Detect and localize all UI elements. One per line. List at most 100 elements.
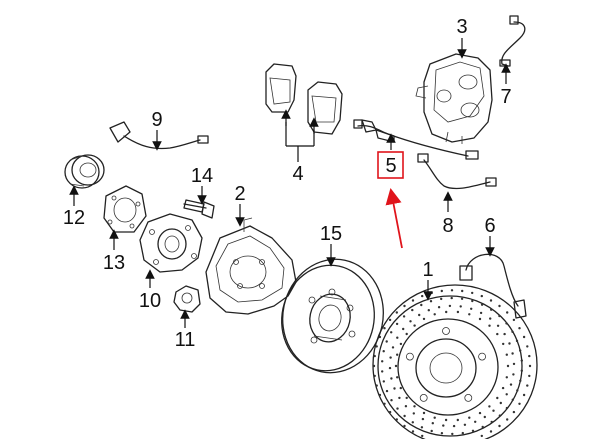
callout-11: 11: [175, 329, 196, 351]
rotor-lug-holes: [405, 327, 487, 402]
drill-hole: [420, 303, 423, 307]
part-8-brake-line: [417, 153, 497, 190]
drill-hole: [430, 429, 433, 433]
drill-hole: [402, 327, 405, 331]
drill-hole: [526, 384, 529, 387]
callout-10: 10: [139, 290, 161, 312]
part-2-dust-shield: [205, 217, 297, 315]
callout-4: 4: [292, 163, 303, 185]
drill-hole: [402, 315, 406, 318]
part-3-brake-caliper: [415, 53, 493, 144]
rotor-drill-holes: [372, 289, 532, 438]
drill-hole: [445, 310, 448, 314]
drill-hole: [489, 299, 493, 302]
callout-2: 2: [234, 183, 245, 205]
callout-5: 5: [385, 155, 396, 177]
drill-hole: [405, 332, 408, 336]
part-13-retainer-plate: [103, 185, 147, 233]
drill-hole: [512, 373, 515, 376]
drill-hole: [381, 360, 384, 363]
drill-hole: [506, 311, 509, 314]
drill-hole: [509, 383, 513, 386]
drill-hole: [518, 402, 521, 405]
drill-hole: [478, 317, 482, 321]
callout-labels: 1 2 3 4 5 6 7 8 9 10 11 12 13 14 15: [63, 16, 512, 351]
drill-hole: [479, 311, 483, 315]
callout-3: 3: [456, 16, 467, 38]
drill-hole: [373, 374, 376, 378]
drill-hole: [394, 364, 398, 368]
drill-hole: [528, 364, 532, 368]
drill-hole: [480, 303, 484, 306]
drill-hole: [396, 336, 399, 339]
drill-hole: [489, 430, 493, 433]
drill-hole: [429, 300, 433, 303]
drill-hole: [450, 296, 453, 300]
callout-1: 1: [422, 259, 433, 281]
drill-hole: [511, 398, 514, 401]
drill-hole: [382, 350, 385, 353]
drill-hole: [403, 424, 406, 428]
drill-hole: [518, 327, 521, 330]
drill-hole: [421, 434, 424, 438]
drill-hole: [461, 431, 464, 435]
drill-hole: [395, 322, 399, 326]
callout-14: 14: [191, 165, 213, 187]
drill-hole: [409, 320, 412, 323]
drill-hole: [396, 407, 399, 410]
drill-hole: [399, 342, 403, 346]
drill-hole: [496, 396, 499, 400]
lug-hole: [405, 352, 414, 361]
part-10-wheel-hub: [139, 213, 203, 273]
drill-hole: [389, 356, 392, 359]
drill-hole: [448, 304, 452, 308]
drill-hole: [526, 345, 529, 348]
drill-hole: [498, 414, 502, 417]
drill-hole: [478, 411, 482, 415]
drill-hole: [422, 317, 426, 321]
drill-hole: [421, 294, 424, 298]
part-9-abs-sensor: [109, 121, 209, 150]
callout-12: 12: [63, 207, 85, 229]
highlight-callout-5: [377, 151, 404, 249]
callout-15: 15: [320, 223, 342, 245]
drill-hole: [385, 340, 388, 343]
drill-hole: [490, 308, 493, 311]
drill-hole: [516, 389, 519, 392]
drill-hole: [388, 366, 392, 370]
part-4-brake-pads: [265, 63, 343, 135]
drill-hole: [383, 402, 386, 405]
drill-hole: [404, 405, 408, 408]
part-5-brake-hose: [353, 119, 479, 160]
drill-hole: [490, 420, 493, 424]
drill-hole: [430, 291, 433, 295]
drill-hole: [501, 386, 505, 390]
drill-hole: [437, 306, 441, 309]
drill-hole: [488, 324, 491, 327]
drill-hole: [480, 294, 483, 298]
drill-hole: [471, 429, 475, 432]
drill-hole: [488, 405, 491, 408]
drill-hole: [390, 331, 393, 334]
drill-hole: [403, 304, 406, 308]
drill-hole: [444, 418, 448, 422]
callout-9: 9: [151, 109, 162, 131]
drill-hole: [420, 426, 424, 429]
drill-hole: [480, 434, 483, 438]
lug-hole: [478, 352, 487, 361]
drill-hole: [456, 418, 459, 422]
drill-hole: [405, 396, 408, 400]
part-14-wheel-stud: [183, 199, 215, 219]
part-12-wheel-bearing: [64, 154, 105, 189]
drill-hole: [456, 310, 460, 314]
drill-hole: [372, 364, 376, 368]
drill-hole: [442, 424, 445, 427]
drill-hole: [440, 432, 444, 435]
drill-hole: [421, 417, 425, 421]
drill-hole: [471, 291, 474, 295]
drill-hole: [395, 418, 398, 421]
callout-7: 7: [500, 86, 511, 108]
drill-hole: [460, 297, 464, 300]
